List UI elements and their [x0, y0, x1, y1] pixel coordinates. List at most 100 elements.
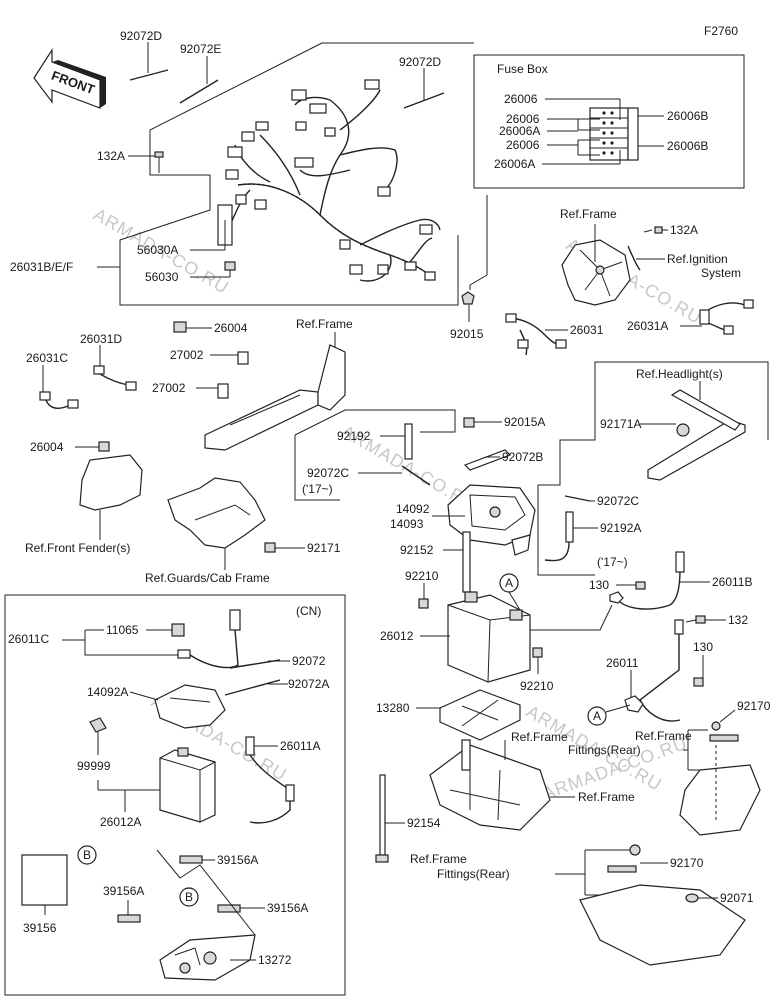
part-label: 14093	[390, 517, 424, 531]
headlight-bracket-part	[647, 389, 746, 481]
battery-tray-part	[439, 689, 521, 741]
fuse-box	[589, 107, 639, 161]
reference-label: Fittings(Rear)	[437, 867, 510, 881]
part-label: 92072B	[502, 450, 543, 464]
part-label: 92072D	[399, 55, 441, 69]
part-label: 26031D	[80, 332, 122, 346]
reference-label: Fittings(Rear)	[568, 743, 641, 757]
reference-label: System	[701, 266, 741, 280]
connector-part	[98, 441, 110, 452]
nut-part	[418, 598, 429, 609]
part-label: 26031C	[26, 351, 68, 365]
reference-label: Ref.Frame	[635, 729, 692, 743]
frame-part	[429, 739, 551, 831]
battery-cable-part	[177, 609, 241, 669]
pad-part	[117, 914, 141, 923]
part-label: 132	[728, 613, 748, 627]
bracket-part	[217, 204, 236, 271]
part-label: 26006	[504, 92, 538, 106]
part-label: 26031B/E/F	[10, 260, 73, 274]
part-label: 11065	[106, 623, 139, 637]
reference-label: Ref.Headlight(s)	[636, 367, 723, 381]
part-label: 56030A	[137, 243, 178, 257]
sub-harness-part	[39, 365, 137, 409]
callout-letter: A	[593, 709, 601, 723]
part-label: 14092A	[87, 685, 128, 699]
part-label: 26006	[506, 112, 540, 126]
nut-part	[532, 647, 543, 658]
washer-part	[685, 893, 699, 903]
battery-part	[447, 591, 531, 683]
part-label: 26006B	[667, 109, 708, 123]
part-label: 92171A	[600, 417, 641, 431]
battery-case-part	[447, 484, 536, 556]
callout-b	[77, 845, 97, 865]
callout-letter: B	[185, 890, 193, 904]
bolt-part	[379, 774, 386, 856]
pipe-part	[404, 423, 413, 460]
reference-label: Ref.Front Fender(s)	[25, 541, 130, 555]
part-label: 26006A	[494, 157, 535, 171]
fitting-plate-part	[679, 764, 761, 836]
reference-label: Ref.Frame	[296, 317, 353, 331]
bolt-icon	[154, 151, 164, 173]
bolt-icon	[685, 615, 706, 624]
reference-label: Ref.Frame	[578, 790, 635, 804]
part-label: 92015A	[504, 415, 545, 429]
guard-part	[167, 477, 266, 549]
part-label: 92015	[450, 327, 484, 341]
fuse-box-title: Fuse Box	[497, 62, 548, 76]
pipe-part	[462, 531, 471, 593]
cn-label: (CN)	[296, 604, 321, 618]
battery-tray-part	[159, 934, 256, 981]
part-label: 92071	[720, 891, 754, 905]
year-label: ('17~)	[597, 555, 628, 569]
part-label: 26031A	[627, 319, 668, 333]
part-label: 26012	[380, 629, 414, 643]
part-label: 39156A	[267, 901, 308, 915]
callout-a	[587, 706, 607, 726]
reference-label: Ref.Frame	[410, 852, 467, 866]
battery-part	[159, 747, 216, 823]
sub-harness-part	[699, 299, 754, 335]
pad-part	[179, 855, 203, 864]
part-label: 92170	[670, 856, 704, 870]
part-label: 92072C	[597, 494, 639, 508]
part-label: 39156A	[217, 853, 258, 867]
front-fender-part	[79, 454, 143, 511]
grommet-part	[463, 417, 475, 428]
part-label: 27002	[170, 348, 204, 362]
reference-label: Ref.Frame	[560, 207, 617, 221]
callout-letter: A	[505, 576, 513, 590]
part-label: 92072D	[120, 29, 162, 43]
part-label: 92072E	[180, 42, 221, 56]
frame-part	[204, 344, 346, 451]
reference-label: Ref.Guards/Cab Frame	[145, 571, 270, 585]
part-label: 26006	[506, 138, 540, 152]
nut-part	[693, 677, 704, 687]
part-label: 26011	[606, 656, 639, 670]
fuse-box-frame	[473, 54, 745, 189]
part-label: 92072A	[288, 677, 329, 691]
part-label: 26006A	[499, 124, 540, 138]
part-label: 99999	[77, 759, 111, 773]
part-label: 92210	[405, 569, 439, 583]
part-label: 92170	[737, 699, 771, 713]
part-label: 92192	[337, 429, 371, 443]
front-arrow-icon: FRONT	[33, 47, 106, 109]
cap-part	[171, 623, 185, 637]
pin-part	[709, 734, 739, 742]
part-label: 39156	[23, 921, 57, 935]
part-label: 26006B	[667, 139, 708, 153]
part-label: 13280	[376, 701, 410, 715]
battery-cable-part	[624, 619, 684, 722]
reference-label: Ref.Ignition	[667, 252, 728, 266]
label-part	[89, 717, 107, 733]
grommet-part	[461, 291, 475, 305]
part-label: 92072C	[307, 466, 349, 480]
part-label: 56030	[145, 270, 179, 284]
reference-label: Ref.Frame	[511, 730, 568, 744]
part-label: 26031	[570, 323, 604, 337]
year-label: ('17~)	[302, 482, 333, 496]
